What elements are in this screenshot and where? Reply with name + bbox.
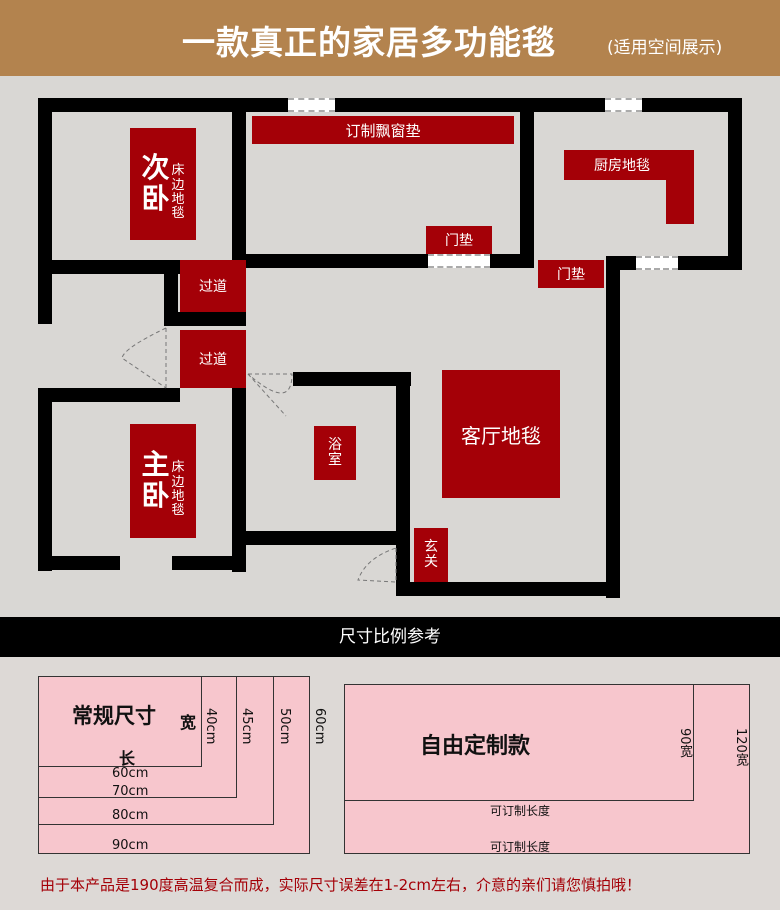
section-divider (0, 617, 780, 657)
length-label: 长 (119, 749, 136, 768)
hallway-rug: 过道 (180, 330, 246, 388)
length-60: 60cm (112, 766, 149, 781)
door-swing (357, 547, 397, 583)
entrance-rug: 玄 关 (414, 528, 448, 582)
wall (38, 556, 120, 570)
custom-box-90 (344, 684, 694, 801)
kitchen-rug: 厨房地毯 (564, 150, 694, 180)
wall (38, 391, 52, 571)
header-banner (0, 0, 780, 76)
wall (38, 388, 180, 402)
door-swing (121, 327, 167, 389)
width-50: 50cm (277, 708, 292, 745)
rug-char: 毯 (171, 206, 185, 222)
custom-length-label: 可订制长度 (490, 840, 551, 854)
rug-char: 主 (141, 448, 170, 482)
rug-char: 地 (171, 192, 185, 207)
rug-char: 玄 (424, 538, 438, 555)
door-swing (247, 373, 293, 417)
page-subtitle: (适用空间展示) (607, 38, 723, 58)
bathroom-rug: 浴 室 (314, 426, 356, 480)
custom-title: 自由定制款 (420, 734, 531, 759)
custom-width-90: 90宽 (677, 728, 692, 758)
wall (164, 260, 178, 326)
wall (520, 98, 534, 268)
section-heading: 尺寸比例参考 (339, 627, 441, 647)
wall (38, 98, 52, 324)
wall (232, 372, 246, 572)
length-80: 80cm (112, 808, 149, 823)
page-title: 一款真正的家居多功能毯 (182, 23, 556, 62)
window (605, 98, 642, 112)
kitchen-rug-label: 厨房地毯 (594, 158, 650, 174)
rug-char: 卧 (141, 479, 170, 512)
wall (642, 98, 742, 112)
wall (38, 98, 288, 112)
wall (396, 372, 410, 548)
wall (164, 388, 178, 402)
width-60: 60cm (312, 708, 327, 745)
custom-length-label: 可订制长度 (490, 804, 551, 818)
second-bedroom-rug: 次 卧 床 边 地 毯 (130, 128, 196, 240)
living-room-rug: 客厅地毯 (442, 370, 560, 498)
width-label: 宽 (180, 713, 197, 732)
rug-char: 边 (171, 474, 185, 490)
rug-char: 次 (141, 151, 170, 185)
wall (678, 256, 742, 270)
width-45: 45cm (239, 708, 254, 745)
door-mat: 门垫 (538, 260, 604, 288)
wall (232, 98, 246, 268)
master-bedroom-rug: 主 卧 床 边 地 毯 (130, 424, 196, 538)
wall (396, 531, 410, 596)
length-70: 70cm (112, 784, 149, 799)
disclaimer-note: 由于本产品是190度高温复合而成，实际尺寸误差在1-2cm左右，介意的亲们请您慎… (40, 876, 641, 894)
bay-window-rug: 订制飘窗垫 (252, 116, 514, 144)
regular-size-title: 常规尺寸 (72, 704, 156, 728)
rug-char: 床 (171, 460, 185, 476)
kitchen-rug-corner (666, 176, 694, 224)
rug-char: 边 (171, 177, 185, 193)
rug-char: 卧 (141, 182, 170, 215)
wall (396, 582, 620, 596)
wall (232, 254, 428, 268)
wall (172, 556, 246, 570)
rug-char: 浴 (328, 436, 342, 453)
door-mat: 门垫 (426, 226, 492, 254)
rug-char: 毯 (171, 503, 185, 519)
wall (164, 312, 246, 326)
window (636, 256, 678, 270)
wall (728, 98, 742, 270)
width-40: 40cm (203, 708, 218, 745)
size-box-60x40 (38, 676, 202, 767)
custom-width-120: 120宽 (733, 728, 748, 766)
rug-char: 床 (171, 163, 185, 179)
wall (293, 372, 411, 386)
floor-plan: 订制飘窗垫 厨房地毯 次 卧 床 边 地 毯 主 卧 床 边 地 毯 过道 过道… (0, 76, 780, 617)
wall (38, 260, 180, 274)
wall (606, 256, 620, 598)
hallway-rug: 过道 (180, 260, 246, 312)
wall (335, 98, 605, 112)
length-90: 90cm (112, 838, 149, 853)
door-opening (428, 254, 490, 268)
rug-char: 室 (328, 452, 342, 468)
window (288, 98, 335, 112)
rug-char: 地 (171, 489, 185, 504)
wall (232, 531, 410, 545)
rug-char: 关 (424, 554, 438, 570)
